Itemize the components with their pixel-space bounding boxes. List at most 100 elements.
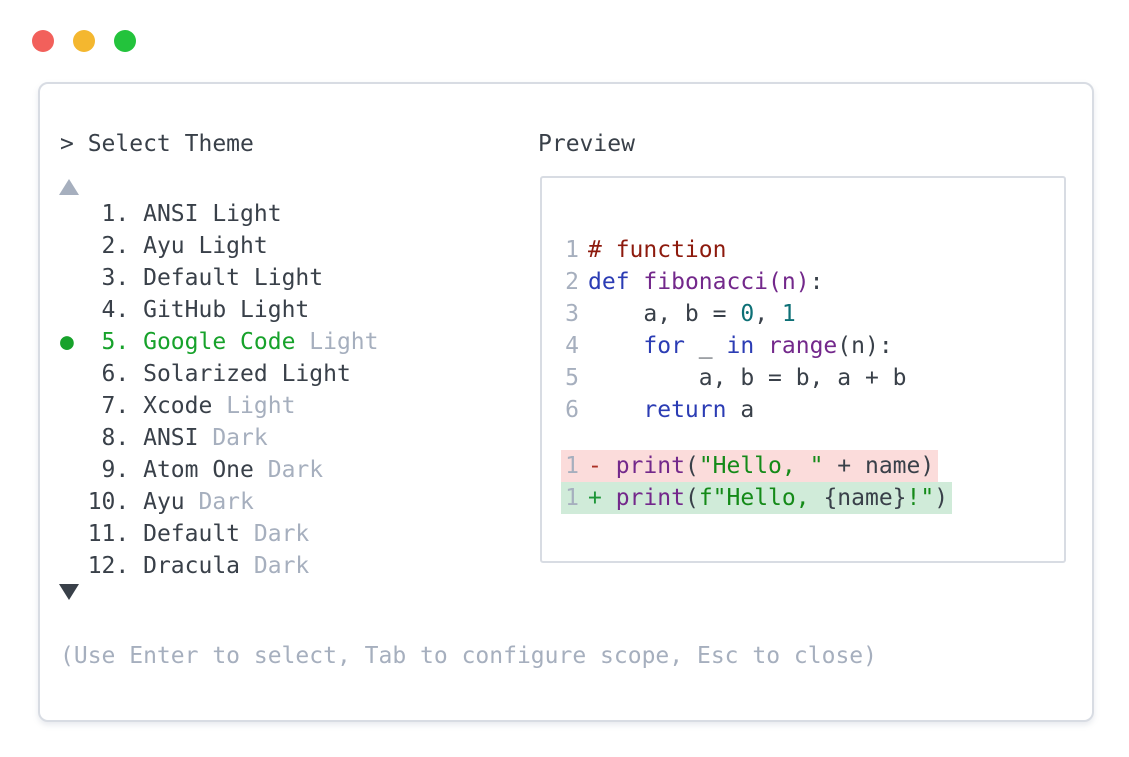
code-preview: 1 # function 2 def fibonacci(n): 3 a, b = 0,… — [565, 234, 907, 426]
code-token: (n): — [837, 333, 893, 359]
line-number: 3 — [565, 301, 579, 327]
code-token — [754, 333, 768, 359]
option-name-dim: Light — [295, 329, 379, 355]
theme-option-8[interactable]: 8. ANSI Dark — [60, 422, 379, 454]
theme-option-12[interactable]: 12. Dracula Dark — [60, 550, 379, 582]
option-name: GitHub Light — [143, 297, 310, 323]
line-number: 6 — [565, 397, 579, 423]
option-name: ANSI Light — [143, 201, 282, 227]
code-token — [588, 397, 643, 423]
selected-bullet: ● 5. — [60, 329, 144, 355]
option-name: Atom One — [143, 457, 254, 483]
preview-label: Preview — [538, 131, 635, 157]
scroll-down-icon[interactable] — [59, 584, 79, 600]
code-token: ( — [684, 485, 699, 511]
option-name-dim: Dark — [198, 425, 268, 451]
option-name: Google Code — [143, 329, 296, 355]
minimize-button[interactable] — [73, 30, 95, 52]
code-token: + name) — [823, 453, 935, 479]
line-number: 1 — [565, 237, 579, 263]
option-name: Dracula — [143, 553, 241, 579]
code-token: ( — [684, 453, 699, 479]
line-number: 1 — [565, 453, 579, 479]
option-name: Default — [143, 521, 241, 547]
theme-option-2[interactable]: 2. Ayu Light — [60, 230, 379, 262]
option-name: Ayu — [143, 489, 185, 515]
option-number: 4. — [60, 297, 144, 323]
line-number: 5 — [565, 365, 579, 391]
code-token: in — [726, 333, 755, 359]
code-line: 3 a, b = 0, 1 — [565, 298, 907, 330]
code-token — [588, 333, 643, 359]
option-number: 7. — [60, 393, 144, 419]
option-name: Ayu Light — [143, 233, 268, 259]
code-token: f"Hello, — [698, 485, 824, 511]
code-token: {name} — [823, 485, 907, 511]
theme-option-1[interactable]: 1. ANSI Light — [60, 198, 379, 230]
code-line: 1 # function — [565, 234, 907, 266]
option-number: 6. — [60, 361, 144, 387]
scroll-up-icon[interactable] — [59, 179, 79, 195]
preview-panel: 1 # function 2 def fibonacci(n): 3 a, b = 0,… — [540, 176, 1066, 563]
code-token: def — [588, 269, 630, 295]
code-token: , — [754, 301, 782, 327]
code-token: 0 — [740, 301, 755, 327]
maximize-button[interactable] — [114, 30, 136, 52]
code-line: 6 return a — [565, 394, 907, 426]
option-name-dim: Dark — [253, 457, 324, 483]
code-token: : — [809, 269, 824, 295]
option-name-dim: Dark — [184, 489, 254, 515]
option-name-dim: Dark — [240, 521, 310, 547]
option-name: Default Light — [143, 265, 324, 291]
line-number: 2 — [565, 269, 579, 295]
code-token: !" — [906, 485, 935, 511]
option-number: 2. — [60, 233, 144, 259]
code-token: 1 — [781, 301, 796, 327]
code-token: fibonacci(n) — [643, 269, 810, 295]
theme-option-10[interactable]: 10. Ayu Dark — [60, 486, 379, 518]
code-token: "Hello, " — [698, 453, 824, 479]
code-line: 4 for _ in range(n): — [565, 330, 907, 362]
option-number: 10. — [60, 489, 144, 515]
diff-removed-line: 1- print("Hello, " + name) — [561, 450, 939, 482]
theme-option-7[interactable]: 7. Xcode Light — [60, 390, 379, 422]
option-number: 1. — [60, 201, 144, 227]
code-token: a, b = — [588, 301, 741, 327]
theme-option-4[interactable]: 4. GitHub Light — [60, 294, 379, 326]
code-line: 5 a, b = b, a + b — [565, 362, 906, 394]
code-token: print — [615, 453, 685, 479]
option-name-dim: Light — [212, 393, 296, 419]
option-number: 9. — [60, 457, 144, 483]
code-token: # function — [588, 237, 727, 263]
theme-option-6[interactable]: 6. Solarized Light — [60, 358, 379, 390]
code-token: range — [768, 333, 838, 359]
code-token — [630, 269, 644, 295]
code-token: return — [643, 397, 727, 423]
line-number: 1 — [565, 485, 579, 511]
theme-picker-dialog: > Select Theme Preview 1. ANSI Light 2. … — [38, 82, 1094, 722]
option-number: 8. — [60, 425, 144, 451]
option-name: Xcode — [143, 393, 213, 419]
close-button[interactable] — [32, 30, 54, 52]
option-number: 12. — [60, 553, 144, 579]
code-token: - — [588, 453, 616, 479]
theme-option-3[interactable]: 3. Default Light — [60, 262, 379, 294]
diff-preview: 1- print("Hello, " + name)1+ print(f"Hel… — [561, 450, 953, 514]
code-line: 2 def fibonacci(n): — [565, 266, 907, 298]
option-number: 11. — [60, 521, 144, 547]
option-name: Solarized Light — [143, 361, 351, 387]
theme-option-5[interactable]: ● 5. Google Code Light — [60, 326, 379, 358]
code-token: ) — [934, 485, 949, 511]
theme-option-11[interactable]: 11. Default Dark — [60, 518, 379, 550]
code-token: _ — [684, 333, 727, 359]
line-number: 4 — [565, 333, 579, 359]
code-token: for — [643, 333, 685, 359]
option-name-dim: Dark — [240, 553, 310, 579]
theme-option-9[interactable]: 9. Atom One Dark — [60, 454, 379, 486]
option-number: 3. — [60, 265, 144, 291]
code-token: a — [726, 397, 755, 423]
code-token: print — [615, 485, 685, 511]
option-name: ANSI — [143, 425, 199, 451]
theme-list: 1. ANSI Light 2. Ayu Light 3. Default Li… — [60, 198, 379, 582]
